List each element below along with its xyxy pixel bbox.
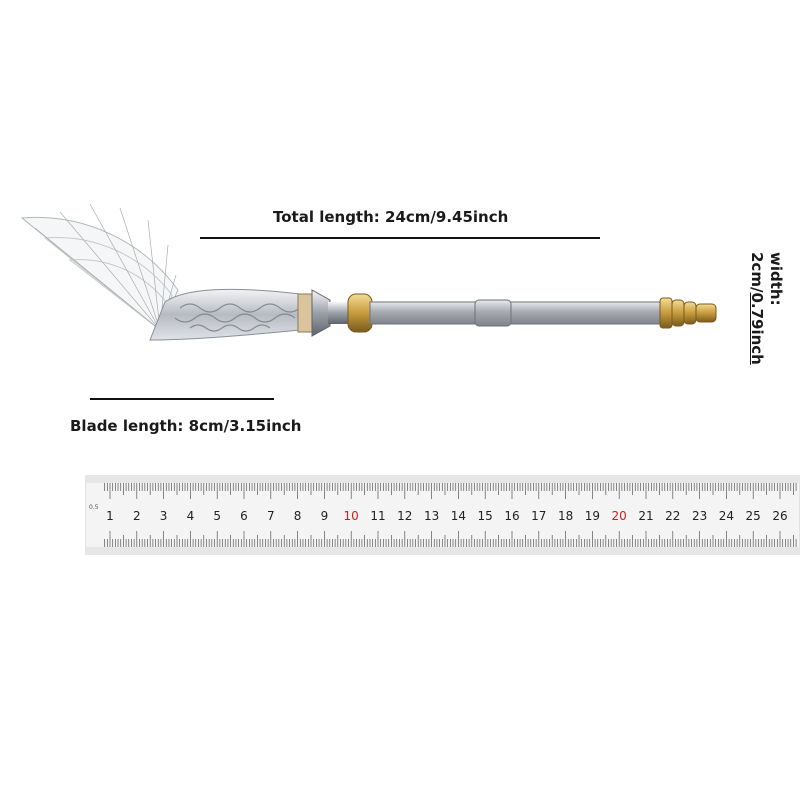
ruler-number: 13 <box>424 509 439 523</box>
ruler-number: 4 <box>187 509 195 523</box>
ruler-number: 19 <box>585 509 600 523</box>
ruler-number: 18 <box>558 509 573 523</box>
ruler-number: 20 <box>612 509 627 523</box>
ruler-corner-mark: 0.5 <box>89 504 99 511</box>
ruler-number: 7 <box>267 509 275 523</box>
protractor-blade <box>20 203 179 331</box>
ruler-number: 3 <box>160 509 168 523</box>
ruler-number: 11 <box>370 509 385 523</box>
total-length-label: Total length: 24cm/9.45inch <box>273 208 509 226</box>
ruler-number: 8 <box>294 509 302 523</box>
width-label: width: 2cm/0.79inch <box>727 250 787 370</box>
ruler-number: 10 <box>344 509 359 523</box>
brass-tip <box>659 297 717 329</box>
ruler-number: 24 <box>719 509 734 523</box>
width-title: width: <box>767 252 785 306</box>
ruler-number: 9 <box>321 509 329 523</box>
total-length-line <box>200 237 600 239</box>
blade-length-label: Blade length: 8cm/3.15inch <box>70 417 302 435</box>
ruler-number: 16 <box>504 509 519 523</box>
width-value: 2cm/0.79inch <box>748 252 766 365</box>
ruler-number: 2 <box>133 509 141 523</box>
blade-length-line <box>90 398 274 400</box>
ruler-number: 15 <box>478 509 493 523</box>
ruler-number: 17 <box>531 509 546 523</box>
ruler-number: 1 <box>106 509 114 523</box>
ruler-number: 14 <box>451 509 466 523</box>
letter-opener-image <box>20 203 717 341</box>
ruler-number: 25 <box>746 509 761 523</box>
ruler-number: 5 <box>213 509 221 523</box>
ruler-number: 26 <box>772 509 787 523</box>
ruler-number: 22 <box>665 509 680 523</box>
ruler-number: 23 <box>692 509 707 523</box>
ruler-number: 12 <box>397 509 412 523</box>
ruler-number: 21 <box>638 509 653 523</box>
ruler-number: 6 <box>240 509 248 523</box>
